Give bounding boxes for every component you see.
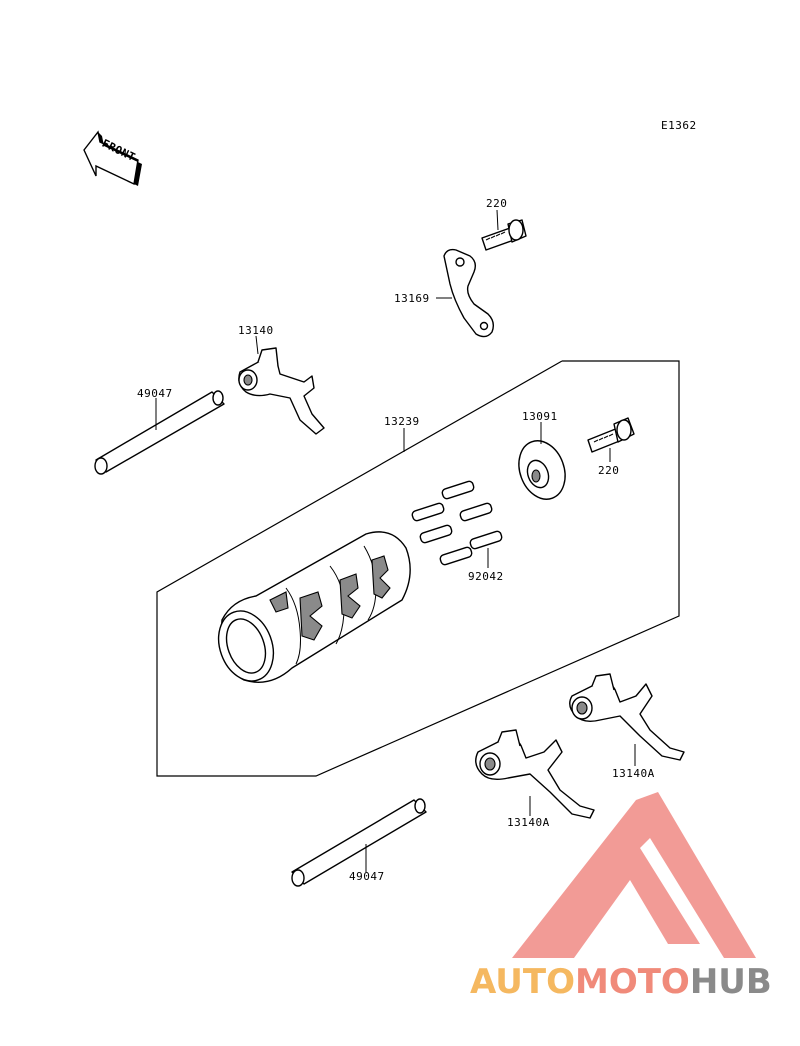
shaft-bottom [291, 798, 427, 887]
label-fork-left: 13140 [238, 324, 274, 337]
label-plate: 13169 [394, 292, 430, 305]
label-drum: 13239 [384, 415, 420, 428]
label-pins: 92042 [468, 570, 504, 583]
label-shaft-top: 49047 [137, 387, 173, 400]
diagram-code: E1362 [661, 119, 697, 132]
bolt-right [587, 417, 635, 453]
label-bolt-top: 220 [486, 197, 507, 210]
shaft-top [94, 390, 225, 475]
brand-hub: HUB [689, 962, 772, 1002]
plate [443, 248, 495, 338]
fork-a-right [569, 673, 685, 761]
fork-left [238, 347, 325, 435]
bolt-top [481, 219, 527, 251]
watermark-brand: AUTOMOTOHUB [470, 962, 800, 1002]
drum [217, 531, 411, 683]
label-shaft-bottom: 49047 [349, 870, 385, 883]
fork-a-left [475, 729, 595, 819]
label-bolt-right: 220 [598, 464, 619, 477]
watermark-logo-icon [512, 792, 756, 958]
label-fork-a-right: 13140A [612, 767, 655, 780]
holder [518, 440, 566, 500]
label-fork-a-left: 13140A [507, 816, 550, 829]
assembly-frame [156, 360, 680, 777]
brand-auto: AUTO [470, 962, 575, 1002]
pins [411, 480, 503, 566]
front-arrow-icon: FRONT [83, 130, 142, 186]
label-holder: 13091 [522, 410, 558, 423]
brand-moto: MOTO [574, 962, 690, 1002]
